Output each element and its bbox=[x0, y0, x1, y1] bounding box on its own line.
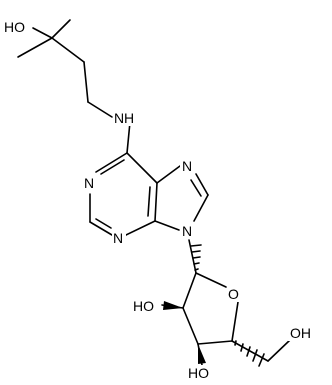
atom-label-nh: N bbox=[114, 110, 124, 126]
atom-label-ho-c3prime: HO bbox=[188, 365, 209, 381]
atom-label-n7: N bbox=[182, 158, 192, 174]
bond-c2prime-c1prime bbox=[182, 272, 197, 309]
bond-c2-n3-inner bbox=[95, 218, 112, 229]
hashed-wedge-c4prime bbox=[234, 340, 265, 367]
bond-ch2-nh bbox=[87, 101, 113, 118]
bond-c5prime-oh bbox=[267, 339, 291, 362]
bond-cq-ch2 bbox=[51, 37, 85, 63]
atom-labels: HO N H N N N N O HO HO OH bbox=[2, 18, 318, 381]
solid-wedge-c3prime bbox=[198, 344, 206, 364]
stereo-bonds bbox=[163, 244, 265, 367]
bond-n7-c8 bbox=[195, 173, 209, 196]
bond-c2-n3 bbox=[89, 221, 113, 236]
bond-c5-c6 bbox=[126, 152, 158, 184]
bond-n9-c1prime bbox=[188, 239, 197, 274]
bond-c4-c5 bbox=[154, 182, 158, 222]
bonds bbox=[17, 19, 291, 366]
atom-label-nh-h: H bbox=[124, 110, 134, 126]
atom-label-n3: N bbox=[113, 230, 123, 246]
bond-ch2-ch2 bbox=[83, 61, 89, 103]
bond-c4-c5-inner bbox=[147, 186, 151, 217]
bond-n9-c4 bbox=[154, 220, 180, 231]
atom-label-ho-top: HO bbox=[4, 19, 25, 35]
bond-c6-n1 bbox=[95, 152, 128, 173]
atom-label-oh-c5prime: OH bbox=[290, 325, 311, 341]
atom-label-ring-o: O bbox=[228, 286, 239, 302]
hashed-wedge-c1prime bbox=[190, 244, 202, 271]
bond-c3prime-c2prime bbox=[182, 307, 199, 345]
bond-ho-cq bbox=[32, 27, 53, 39]
bond-c1prime-oring bbox=[195, 272, 227, 288]
bond-n3-c4 bbox=[125, 220, 156, 236]
bond-c4prime-c3prime bbox=[197, 340, 233, 345]
bond-c5-n7 bbox=[156, 165, 181, 184]
bond-cq-methyl-top bbox=[51, 19, 71, 39]
bond-oring-c4prime bbox=[231, 301, 239, 342]
bond-nh-c6 bbox=[126, 121, 131, 154]
atom-label-n1: N bbox=[84, 175, 94, 191]
bond-c8-n9 bbox=[193, 194, 209, 222]
solid-wedge-c2prime bbox=[163, 301, 183, 310]
atom-label-n9: N bbox=[182, 223, 192, 239]
bond-cq-methyl-left bbox=[17, 37, 53, 58]
atom-label-ho-c2prime: HO bbox=[133, 298, 154, 314]
bond-c6-n1-inner bbox=[100, 159, 125, 175]
bond-n7-c8-inner bbox=[190, 179, 202, 197]
